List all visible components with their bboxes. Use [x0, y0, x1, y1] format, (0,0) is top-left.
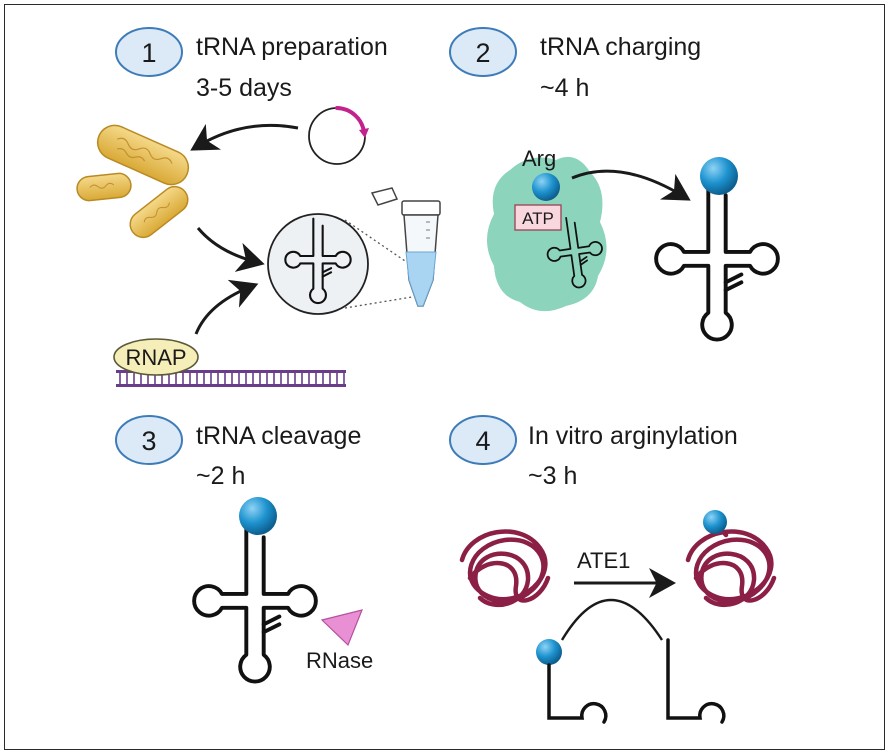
arginine-transfer-arc: [560, 599, 664, 641]
step-4-number: 4: [475, 426, 490, 456]
synthetase-enzyme-icon: [487, 156, 607, 312]
step-2-header: 2 tRNA charging ~4 h: [449, 27, 701, 102]
zoom-line-bottom: [344, 296, 413, 309]
arginine-ball-1: [532, 173, 560, 201]
step-4-badge: [449, 415, 517, 465]
step-3-header: 3 tRNA cleavage ~2 h: [115, 415, 361, 490]
microcentrifuge-tube-icon: [370, 187, 441, 307]
step-3-number: 3: [141, 426, 156, 456]
step-3-badge: [115, 415, 183, 465]
substrate-protein-icon: [459, 529, 551, 608]
trna-stub-right: [666, 638, 726, 724]
plasmid-icon: [308, 106, 369, 165]
arrow-rnap-to-trna: [194, 279, 259, 335]
step-1-badge: [115, 27, 183, 77]
step-4-duration: ~3 h: [528, 462, 577, 490]
arrow-charging: [571, 169, 691, 201]
arrow-bacteria-to-trna: [196, 227, 265, 272]
dna-strand-icon: [116, 370, 346, 387]
arginine-ball-2: [700, 157, 738, 195]
step-3-duration: ~2 h: [196, 462, 245, 490]
step-1-duration: 3-5 days: [196, 74, 292, 102]
step-4-title: In vitro arginylation: [528, 422, 738, 450]
arginine-ball-attached: [703, 510, 727, 534]
rnap-enzyme: RNAP: [113, 338, 199, 376]
atp-tag: ATP: [514, 204, 562, 231]
figure-frame: [4, 4, 885, 750]
atp-label: ATP: [522, 209, 554, 228]
rnase-icon: [320, 609, 363, 647]
arginine-ball-3: [239, 497, 277, 535]
step-2-badge: [449, 27, 517, 77]
step-2-title: tRNA charging: [540, 33, 701, 61]
rnase-label: RNase: [306, 648, 373, 673]
arg-label: Arg: [522, 146, 556, 171]
arginylated-protein-icon: [685, 521, 777, 608]
arrow-plasmid-to-bacteria: [190, 123, 299, 151]
arginine-ball-4: [536, 639, 562, 665]
step-1-number: 1: [141, 38, 156, 68]
step-2-duration: ~4 h: [540, 74, 589, 102]
trna-zoom-circle: [267, 213, 369, 315]
rnap-label: RNAP: [125, 345, 186, 370]
step-1-title: tRNA preparation: [196, 33, 388, 61]
trna-cleavage-icon: [194, 524, 316, 681]
bacteria-icon: [76, 124, 190, 239]
step-3-title: tRNA cleavage: [196, 422, 361, 450]
ate1-label: ATE1: [577, 548, 630, 573]
charged-trna-icon: [656, 182, 778, 339]
trna-stub-left: [547, 663, 608, 724]
step-4-header: 4 In vitro arginylation ~3 h: [449, 415, 738, 490]
step-2-number: 2: [475, 38, 490, 68]
step-1-header: 1 tRNA preparation 3-5 days: [115, 27, 388, 102]
